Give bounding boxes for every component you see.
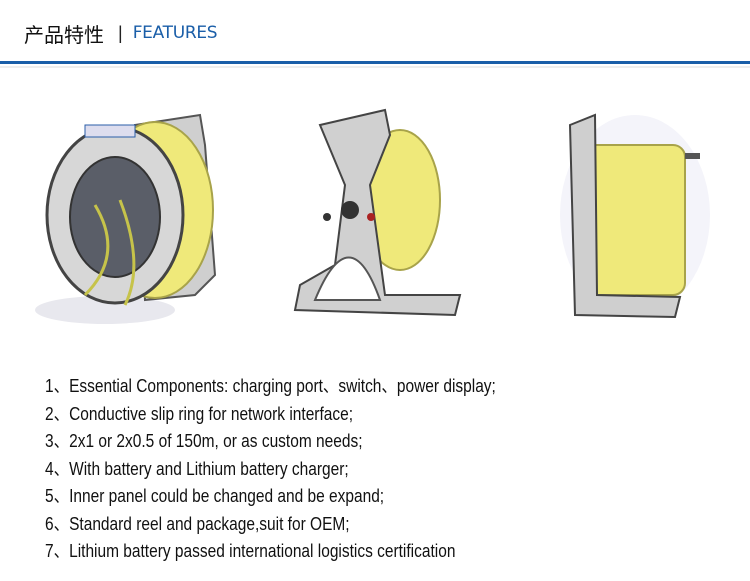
feature-item: 3、2x1 or 2x0.5 of 150m, or as custom nee… [45,431,363,451]
product-image-reel-side [293,108,462,317]
cable-drum [584,144,686,296]
reel-frame [568,113,682,319]
frame-cutout [313,256,382,301]
feature-item: 7、Lithium battery passed international l… [45,541,456,561]
feature-item: 4、With battery and Lithium battery charg… [45,458,349,479]
section-header: 产品特性 | FEATURES [24,18,218,48]
power-indicator [367,213,375,221]
feature-item: 5、Inner panel could be changed and be ex… [45,486,385,506]
axle [685,153,700,159]
title-english: FEATURES [132,23,218,43]
axle-hub [341,201,359,219]
header-divider-shadow [0,66,750,68]
title-chinese: 产品特性 [24,22,104,47]
feature-list: 1、Essential Components: charging port、sw… [45,373,569,566]
product-image-reel-front [35,113,217,324]
feature-item: 6、Standard reel and package,suit for OEM… [45,513,350,534]
product-image-reel-profile [560,113,710,319]
header-divider [0,61,750,64]
brand-label [84,124,136,138]
feature-item: 1、Essential Components: charging port、sw… [45,376,496,396]
feature-item: 2、Conductive slip ring for network inter… [45,403,354,424]
cable-lead [83,199,136,306]
switch [323,213,331,221]
inner-panel [69,156,161,278]
base-shadow [35,296,175,324]
title-separator: | [118,22,123,43]
